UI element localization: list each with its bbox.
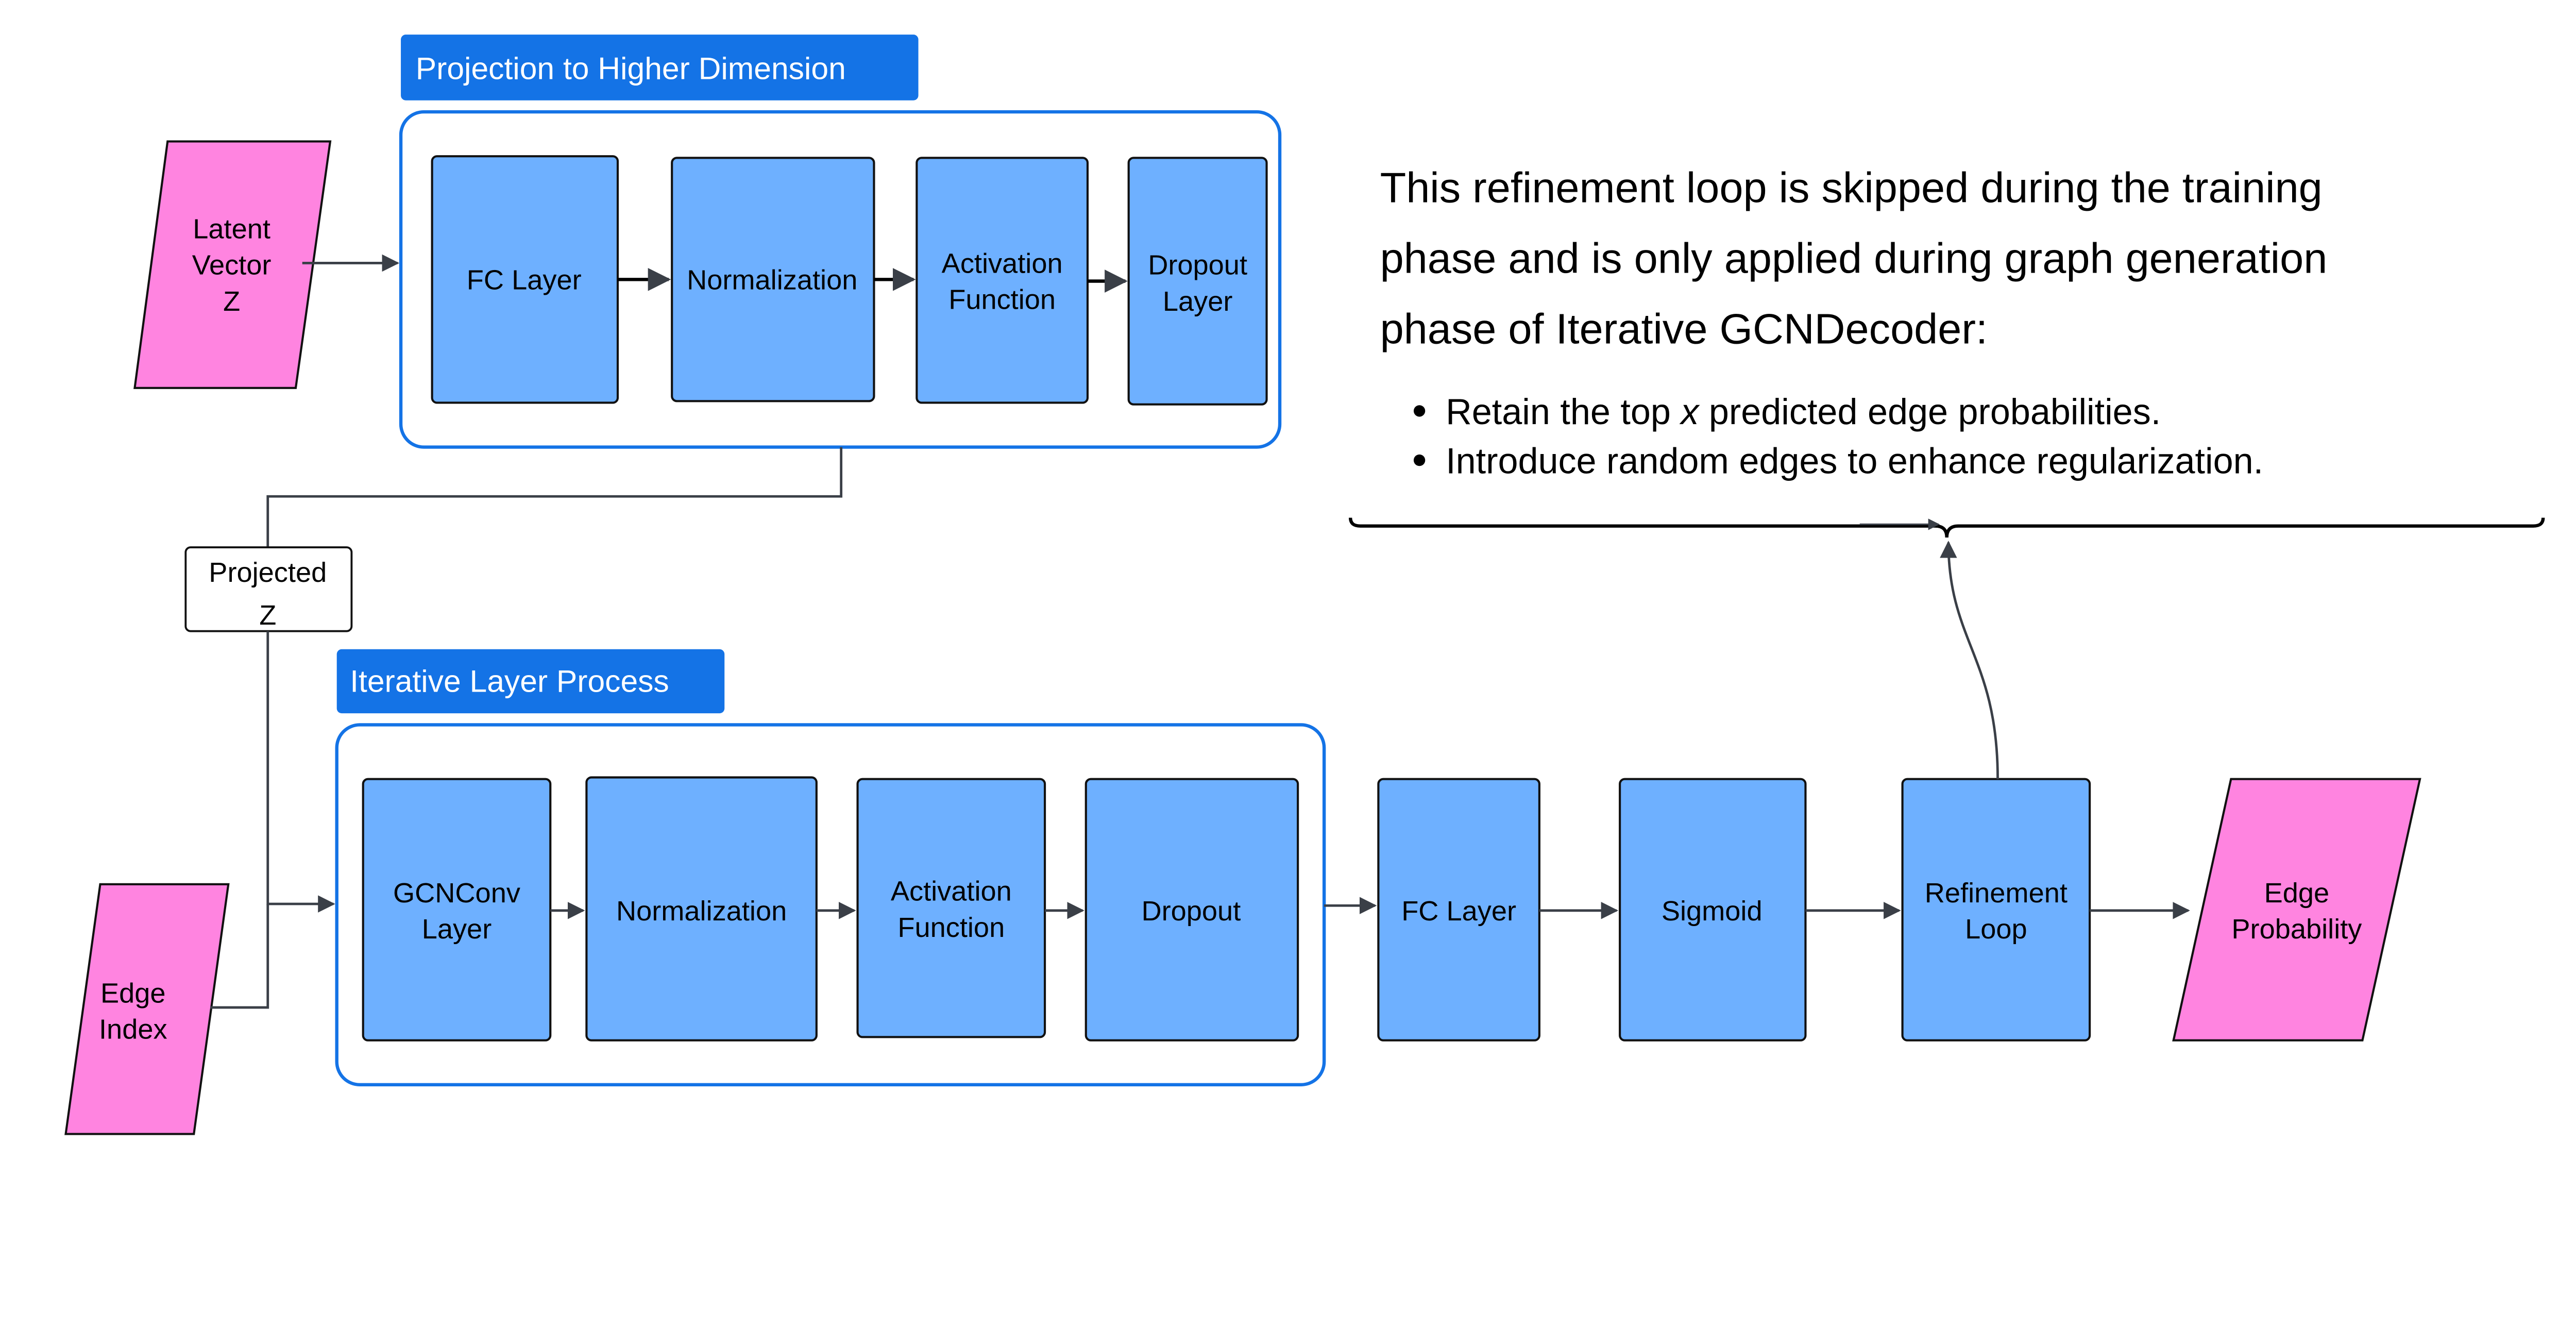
bullet-icon [1413,454,1426,466]
iter-activation [856,778,1046,1038]
projection-title: Projection to Higher Dimension [416,51,846,86]
note-brace [1348,517,2545,538]
iterative-title: Iterative Layer Process [350,664,669,699]
refinement-loop [1901,778,2091,1042]
proj-activation [916,157,1089,404]
bullet-icon [1413,405,1426,417]
iter-activation-label-2: Function [897,912,1005,943]
refinement-loop-label-2: Loop [1965,914,2027,945]
note-bullet-1-post: predicted edge probabilities. [1699,391,2161,432]
proj-dropout-label-2: Layer [1163,286,1233,317]
proj-dropout-label-1: Dropout [1148,250,1247,281]
arrow-projected-z-to-iterative [266,631,335,913]
iter-dropout [1084,778,1299,1042]
proj-activation-label-2: Function [948,284,1056,315]
gcnconv-layer-label-2: Layer [422,914,492,945]
gcn-decoder-diagram: Projection to Higher Dimension Latent Ve… [64,35,2545,1135]
latent-vector-node [133,140,332,389]
latent-vector-label-1: Latent [193,214,270,245]
fc-layer-label: FC Layer [1401,896,1516,927]
arrow-refinement-to-note [1940,541,1999,779]
refinement-loop-label-1: Refinement [1925,878,2067,909]
edge-index-label-2: Index [99,1014,167,1045]
proj-normalization-label: Normalization [687,264,857,295]
iterative-title-box [336,649,725,714]
edge-index-node [64,883,230,1135]
edge-index-label-1: Edge [100,978,166,1009]
latent-vector-label-2: Vector [192,250,272,281]
gcnconv-layer [362,778,552,1042]
iter-dropout-label: Dropout [1141,896,1241,927]
note-bullet-1-em: x [1679,391,1700,432]
iter-normalization-label: Normalization [616,896,787,927]
note-bullet-2: Introduce random edges to enhance regula… [1446,441,2263,481]
connector-projection-to-projected-z [266,447,843,548]
edge-probability-node [2172,778,2421,1042]
note-bullet-1: Retain the top x predicted edge probabil… [1446,391,2161,432]
edge-probability-label-2: Probability [2231,914,2362,945]
sigmoid-label: Sigmoid [1662,896,1762,927]
projected-z-label-2: Z [259,600,276,631]
edge-probability-label-1: Edge [2264,878,2330,909]
projection-title-box [401,35,919,100]
iter-normalization [585,776,818,1042]
proj-activation-label-1: Activation [942,248,1063,279]
note-line-2: phase and is only applied during graph g… [1380,234,2328,282]
connector-edge-index [210,904,269,1009]
proj-fc-layer-label: FC Layer [467,264,582,295]
latent-vector-label-3: Z [223,286,240,317]
note-bullet-1-pre: Retain the top [1446,391,1681,432]
projected-z-label-1: Projected [209,557,327,588]
note-line-1: This refinement loop is skipped during t… [1380,163,2323,211]
note-line-3: phase of Iterative GCNDecoder: [1380,305,1988,353]
iter-activation-label-1: Activation [891,876,1012,907]
gcnconv-layer-label-1: GCNConv [393,878,520,909]
proj-dropout [1127,157,1268,406]
